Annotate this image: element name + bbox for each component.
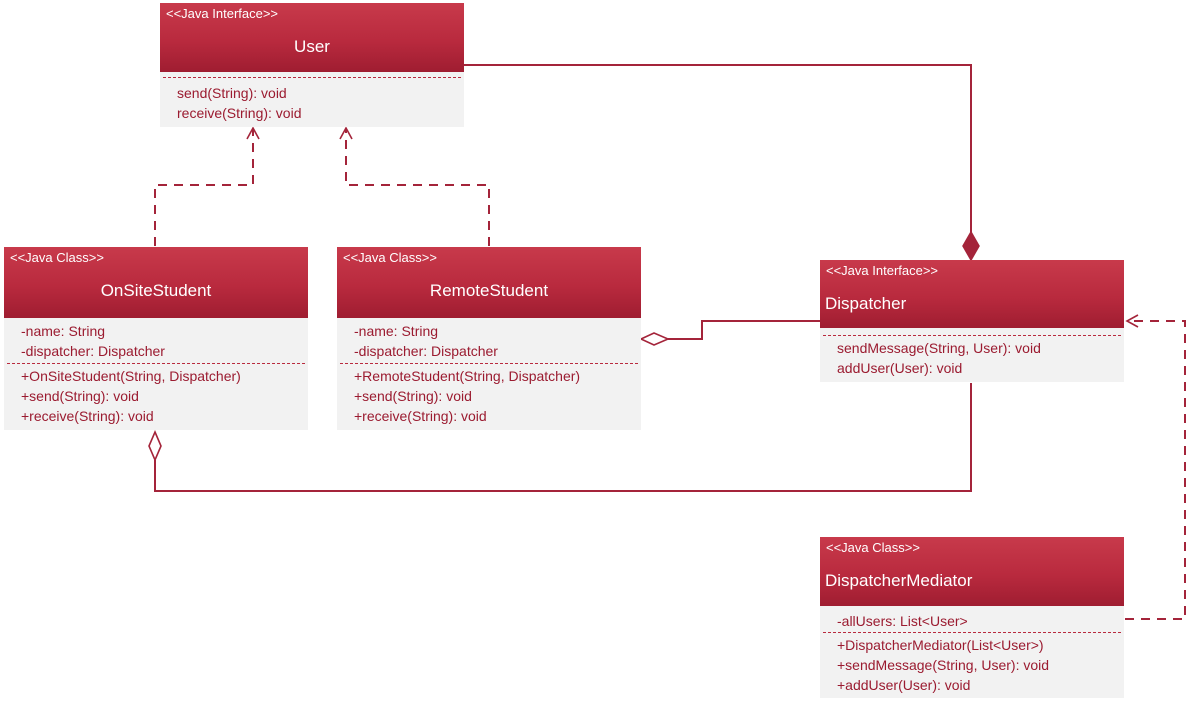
realization-mediator-to-dispatcher (1125, 314, 1186, 620)
stereotype-label: <<Java Class>> (826, 540, 920, 555)
class-dispatcher[interactable]: <<Java Interface>> Dispatcher sendMessag… (820, 260, 1124, 382)
operation: +send(String): void (21, 388, 139, 404)
class-body: send(String): void receive(String): void (160, 72, 464, 127)
stereotype-label: <<Java Interface>> (166, 6, 279, 21)
class-body: -name: String -dispatcher: Dispatcher +R… (337, 318, 641, 430)
compartment-divider (823, 632, 1121, 633)
composition-dispatcher-user (464, 64, 972, 234)
operation: +receive(String): void (354, 408, 487, 424)
compartment-divider (823, 335, 1121, 336)
attribute: -allUsers: List<User> (837, 613, 968, 629)
class-remotestudent[interactable]: <<Java Class>> RemoteStudent -name: Stri… (337, 247, 641, 430)
stereotype-label: <<Java Class>> (343, 250, 437, 265)
class-name: Dispatcher (825, 294, 907, 313)
operation: +RemoteStudent(String, Dispatcher) (354, 368, 581, 384)
aggregation-diamond-onsite (148, 429, 162, 463)
class-header: <<Java Interface>> Dispatcher (820, 260, 1124, 328)
class-user[interactable]: <<Java Interface>> User send(String): vo… (160, 3, 464, 127)
class-body: -name: String -dispatcher: Dispatcher +O… (4, 318, 308, 430)
class-header: <<Java Interface>> User (160, 3, 464, 72)
stereotype-label: <<Java Class>> (10, 250, 104, 265)
compartment-divider (340, 363, 638, 364)
class-name: RemoteStudent (429, 281, 549, 300)
operation: +OnSiteStudent(String, Dispatcher) (21, 368, 241, 384)
stereotype-label: <<Java Interface>> (826, 263, 939, 278)
class-name: DispatcherMediator (825, 571, 973, 590)
class-header: <<Java Class>> OnSiteStudent (4, 247, 308, 318)
attribute: -name: String (354, 323, 439, 339)
operation: +receive(String): void (21, 408, 154, 424)
operation: receive(String): void (177, 105, 302, 121)
attribute: -name: String (21, 323, 106, 339)
realization-remote-to-user (339, 126, 490, 246)
operation: +DispatcherMediator(List<User>) (837, 637, 1044, 653)
aggregation-onsite-dispatcher (154, 383, 972, 492)
operation: sendMessage(String, User): void (837, 340, 1041, 356)
aggregation-remote-dispatcher (668, 320, 820, 340)
attribute: -dispatcher: Dispatcher (21, 343, 165, 359)
class-header: <<Java Class>> DispatcherMediator (820, 537, 1124, 606)
operation: send(String): void (177, 85, 287, 101)
class-dispatchermediator[interactable]: <<Java Class>> DispatcherMediator -allUs… (820, 537, 1124, 698)
composition-diamond (962, 230, 980, 262)
class-body: -allUsers: List<User> +DispatcherMediato… (820, 606, 1124, 698)
attribute: -dispatcher: Dispatcher (354, 343, 498, 359)
operation: addUser(User): void (837, 360, 963, 376)
realization-onsite-to-user (154, 126, 260, 246)
class-name: User (294, 37, 330, 56)
operation: +sendMessage(String, User): void (837, 657, 1050, 673)
class-name: OnSiteStudent (100, 281, 212, 300)
class-body: sendMessage(String, User): void addUser(… (820, 328, 1124, 382)
aggregation-diamond-remote (639, 332, 671, 346)
class-header: <<Java Class>> RemoteStudent (337, 247, 641, 318)
compartment-divider (163, 77, 461, 78)
operation: +addUser(User): void (837, 677, 971, 693)
operation: +send(String): void (354, 388, 472, 404)
compartment-divider (7, 363, 305, 364)
class-onsitestudent[interactable]: <<Java Class>> OnSiteStudent -name: Stri… (4, 247, 308, 430)
